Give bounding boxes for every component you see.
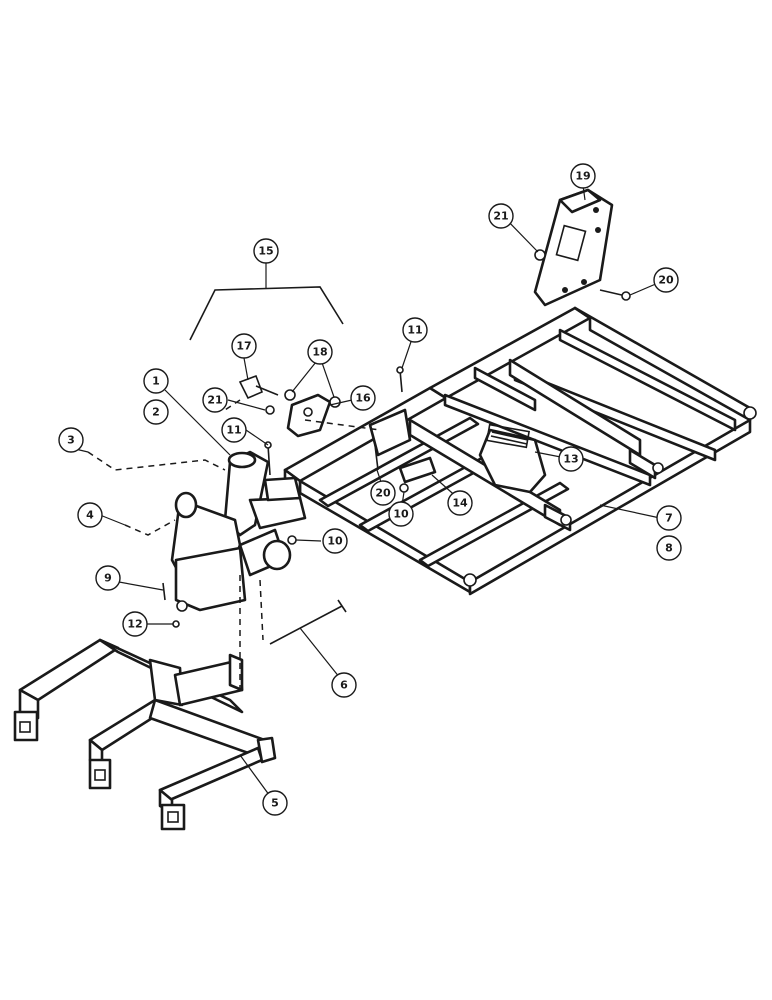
svg-text:18: 18 (312, 346, 327, 359)
callout-8: 8 (656, 535, 682, 561)
callout-20-frame: 20 (370, 480, 396, 506)
svg-text:21: 21 (207, 394, 222, 407)
callouts: 1 2 3 4 5 6 7 8 9 10 10 11 11 12 13 14 1… (58, 163, 682, 816)
svg-text:12: 12 (127, 618, 142, 631)
svg-text:16: 16 (355, 392, 371, 405)
callout-18: 18 (307, 339, 333, 365)
svg-text:17: 17 (236, 340, 251, 353)
callout-2: 2 (143, 399, 169, 425)
callout-7: 7 (656, 505, 682, 531)
alignment-lines (87, 399, 381, 690)
svg-text:8: 8 (665, 542, 673, 555)
svg-text:10: 10 (327, 535, 343, 548)
callout-1: 1 (143, 368, 169, 394)
callout-11-hitch: 11 (221, 417, 247, 443)
svg-text:21: 21 (493, 210, 508, 223)
svg-text:1: 1 (152, 375, 160, 388)
callout-16: 16 (350, 385, 376, 411)
callout-19: 19 (570, 163, 596, 189)
svg-text:2: 2 (152, 406, 160, 419)
bracket-19 (533, 188, 631, 307)
callout-10-hitch: 10 (322, 528, 348, 554)
callout-3: 3 (58, 427, 84, 453)
svg-text:20: 20 (658, 274, 674, 287)
svg-text:3: 3 (67, 434, 75, 447)
svg-text:6: 6 (340, 679, 348, 692)
callout-15: 15 (253, 238, 279, 264)
svg-text:13: 13 (563, 453, 578, 466)
callout-21-hitch: 21 (202, 387, 228, 413)
callout-21-bracket: 21 (488, 203, 514, 229)
svg-text:9: 9 (104, 572, 112, 585)
svg-text:11: 11 (407, 324, 422, 337)
callout-17: 17 (231, 333, 257, 359)
svg-text:4: 4 (86, 509, 94, 522)
svg-text:5: 5 (271, 797, 279, 810)
svg-text:7: 7 (665, 512, 673, 525)
svg-text:20: 20 (375, 487, 391, 500)
callout-12: 12 (122, 611, 148, 637)
callout-20-bracket: 20 (653, 267, 679, 293)
svg-text:14: 14 (452, 497, 468, 510)
callout-5: 5 (262, 790, 288, 816)
main-frame (283, 306, 757, 596)
hitch-assembly (162, 366, 409, 628)
callout-6: 6 (331, 672, 357, 698)
svg-text:10: 10 (393, 508, 409, 521)
callout-9: 9 (95, 565, 121, 591)
svg-text:15: 15 (258, 245, 273, 258)
hitch-frame-5 (13, 638, 277, 831)
svg-text:11: 11 (226, 424, 241, 437)
group-bracket-15 (189, 263, 344, 341)
svg-text:19: 19 (575, 170, 590, 183)
callout-10-frame: 10 (388, 501, 414, 527)
callout-11-frame: 11 (402, 317, 428, 343)
pin-6 (269, 599, 347, 645)
callout-4: 4 (77, 502, 103, 528)
callout-14: 14 (447, 490, 473, 516)
callout-13: 13 (558, 446, 584, 472)
